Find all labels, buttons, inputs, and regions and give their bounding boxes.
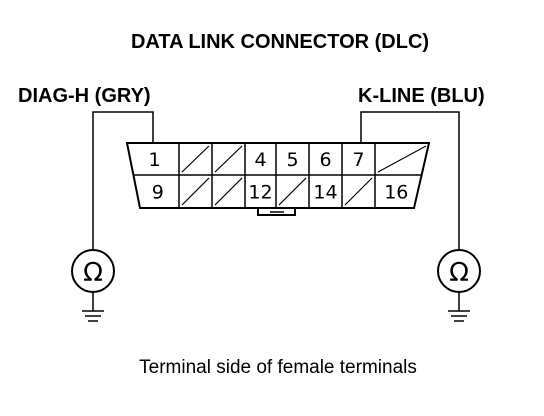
ohmmeter-icon: Ω bbox=[71, 249, 115, 293]
terminal-4-label: 4 bbox=[254, 149, 266, 171]
empty-terminal-slash bbox=[214, 177, 243, 206]
empty-terminal-slash bbox=[181, 177, 210, 206]
diag-h-label: DIAG-H (GRY) bbox=[18, 85, 151, 107]
terminal-12-label: 12 bbox=[248, 182, 272, 204]
caption: Terminal side of female terminals bbox=[139, 357, 417, 378]
dlc-connector bbox=[125, 142, 431, 216]
empty-terminal-slash bbox=[344, 177, 373, 206]
empty-terminal-slash bbox=[181, 145, 210, 173]
k-line-wire bbox=[360, 111, 460, 250]
terminal-5-label: 5 bbox=[286, 149, 298, 171]
terminal-14-label: 14 bbox=[313, 182, 337, 204]
ohmmeter-icon: Ω bbox=[437, 249, 481, 293]
svg-text:Ω: Ω bbox=[83, 258, 103, 288]
diagram-title: DATA LINK CONNECTOR (DLC) bbox=[131, 31, 429, 53]
terminal-1-label: 1 bbox=[148, 149, 160, 171]
terminal-7-label: 7 bbox=[352, 149, 364, 171]
terminal-6-label: 6 bbox=[319, 149, 331, 171]
ground-icon bbox=[82, 292, 104, 322]
empty-terminal-slash bbox=[278, 177, 307, 206]
empty-terminal-slash bbox=[377, 145, 427, 173]
svg-text:Ω: Ω bbox=[449, 258, 469, 288]
empty-terminal-slash bbox=[214, 145, 243, 173]
terminal-9-label: 9 bbox=[152, 182, 164, 204]
k-line-label: K-LINE (BLU) bbox=[358, 85, 485, 107]
terminal-16-label: 16 bbox=[384, 182, 408, 204]
ground-icon bbox=[448, 292, 470, 322]
diag-h-wire bbox=[92, 111, 154, 250]
